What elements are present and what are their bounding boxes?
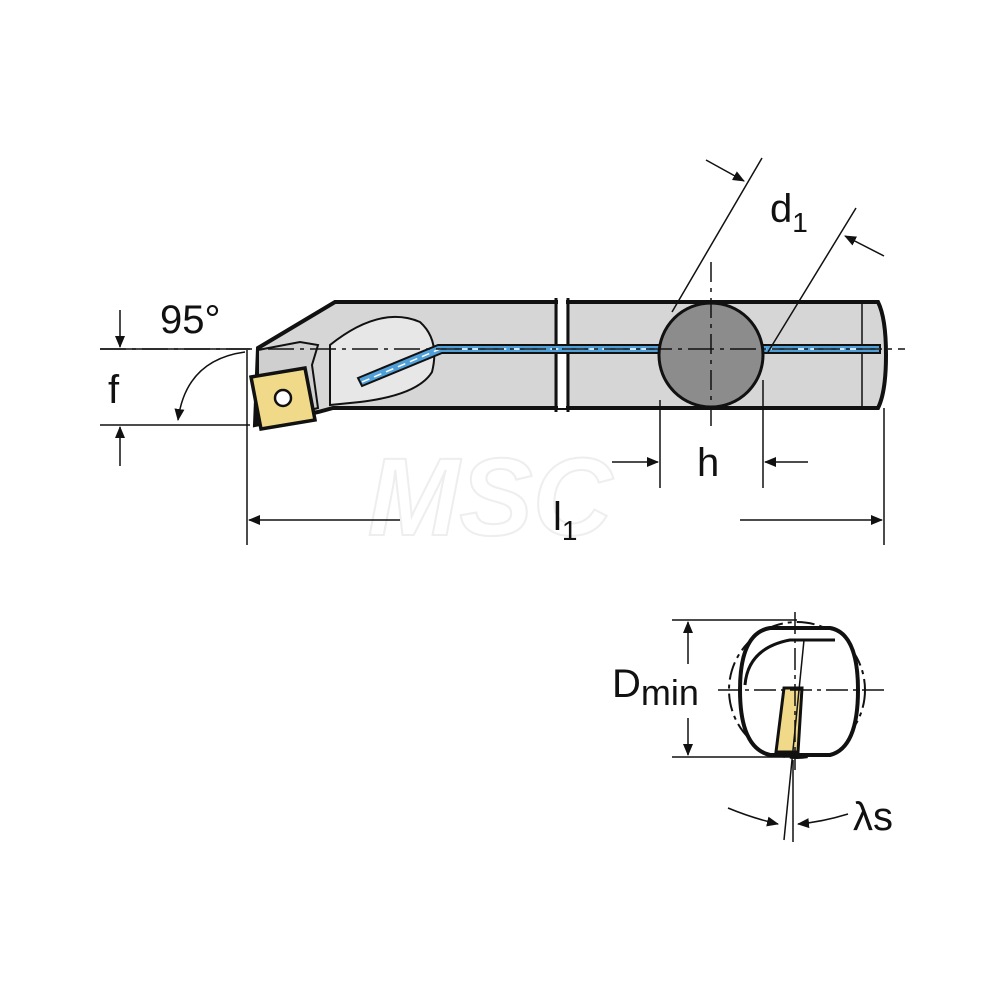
lambda-label: λs: [853, 795, 893, 839]
curved-arrow-icon: [174, 351, 246, 421]
bar-end-flat: [743, 638, 835, 686]
f-label: f: [108, 368, 120, 412]
bar-end-view: [718, 612, 888, 842]
dimension-lines: [100, 157, 885, 545]
section-circle: [657, 301, 765, 409]
angle-label: 95°: [160, 298, 221, 342]
end-view-dimensions: [672, 619, 849, 829]
h-label: h: [697, 441, 719, 485]
l1-subscript: 1: [562, 515, 578, 546]
square-insert-icon: [248, 365, 318, 432]
dmin-main: D: [612, 662, 641, 706]
inclination-line: [783, 639, 805, 841]
d1-label: d1: [770, 187, 808, 238]
l1-label: l1: [553, 495, 577, 546]
l1-main: l: [553, 495, 562, 539]
break-line-left: [554, 298, 570, 412]
dmin-subscript: min: [641, 672, 699, 713]
bar-side-view: [100, 262, 905, 432]
d1-main: d: [770, 187, 792, 231]
dmin-label: Dmin: [612, 662, 699, 713]
d1-subscript: 1: [792, 207, 808, 238]
msc-logo-watermark: MSC: [368, 436, 614, 559]
